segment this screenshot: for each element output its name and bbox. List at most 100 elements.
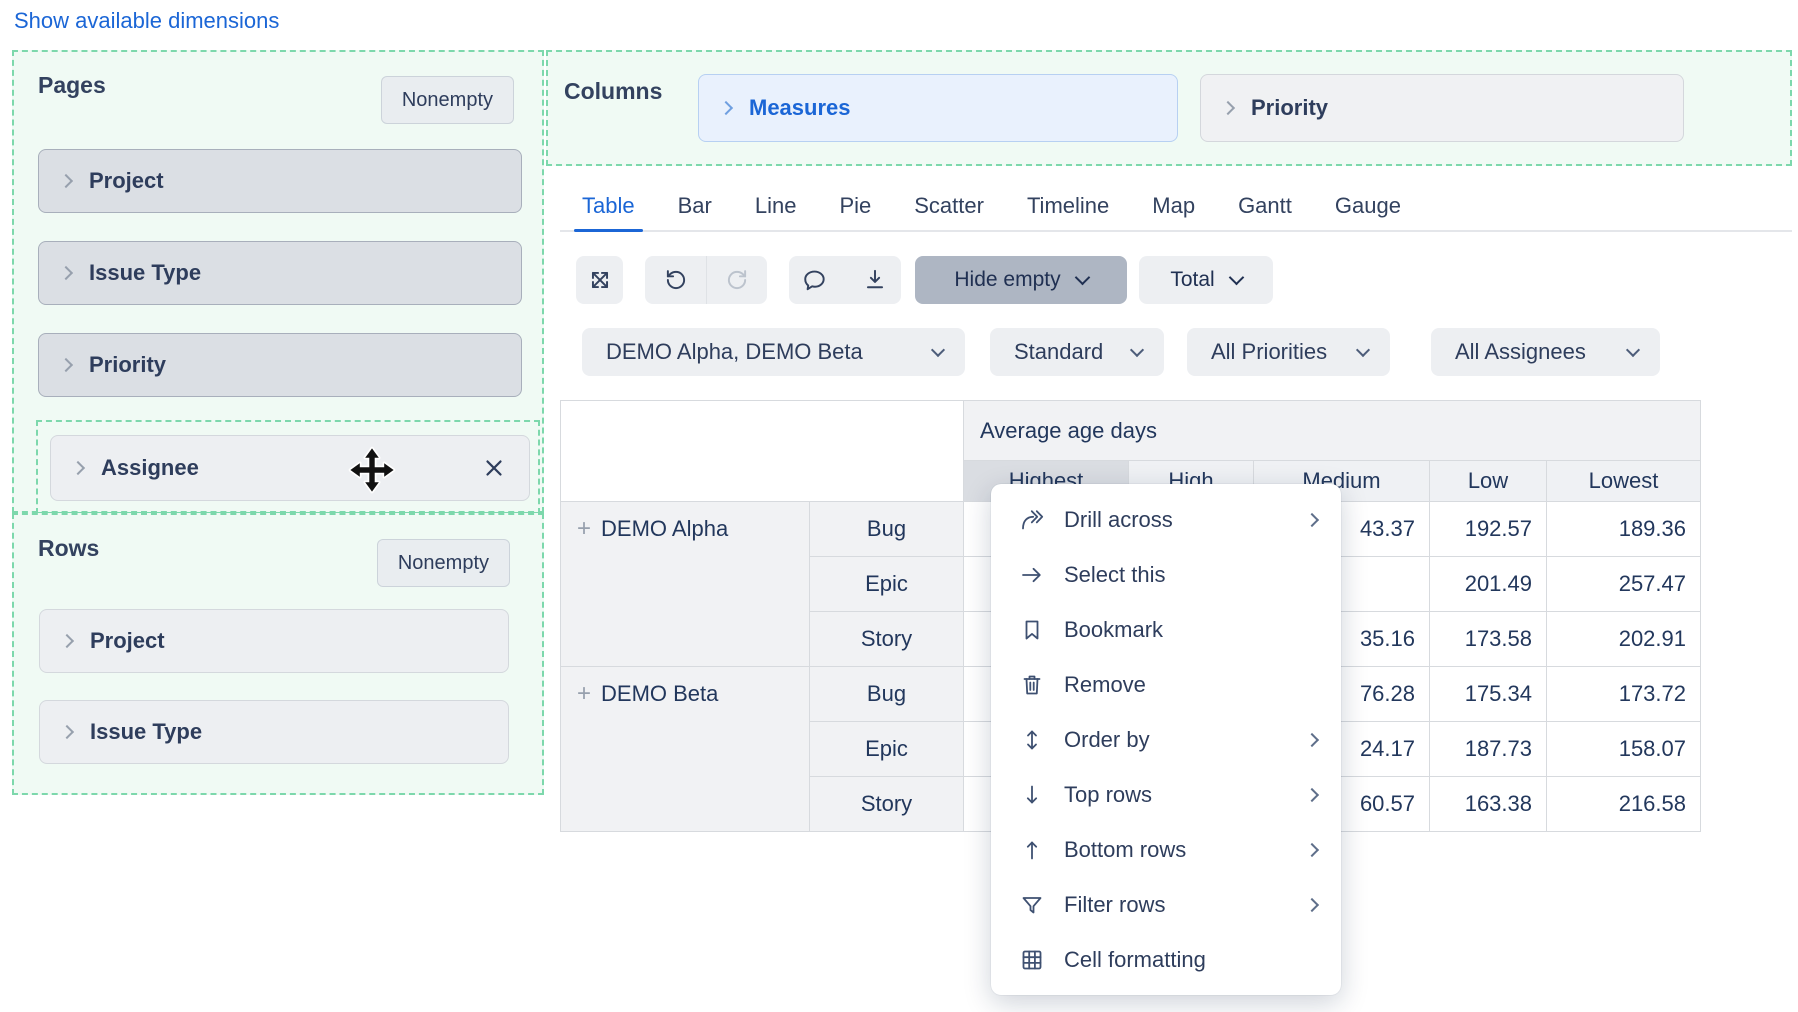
hide-empty-label: Hide empty [954, 268, 1060, 292]
value-cell[interactable]: 175.34 [1430, 667, 1547, 722]
value-cell[interactable]: 201.49 [1430, 557, 1547, 612]
dimension-label: Project [90, 628, 165, 654]
menu-item-label: Select this [1064, 562, 1166, 588]
menu-item-order-by[interactable]: Order by [991, 712, 1341, 767]
tab-bar[interactable]: Bar [678, 186, 712, 230]
row-header-project[interactable]: +DEMO Alpha [561, 502, 810, 667]
download-button[interactable] [845, 256, 905, 304]
row-header-issue-type[interactable]: Bug [810, 667, 964, 722]
comment-icon [802, 267, 828, 293]
column-header-low[interactable]: Low [1430, 461, 1547, 502]
rows-dimension-issue-type[interactable]: Issue Type [39, 700, 509, 764]
menu-item-select-this[interactable]: Select this [991, 547, 1341, 602]
chevron-right-icon [59, 358, 73, 372]
drill-across-icon [1019, 507, 1045, 533]
measure-group-header[interactable]: Average age days [964, 401, 1701, 461]
chevron-down-icon [1228, 270, 1244, 286]
arrow-down-icon [1019, 782, 1045, 808]
row-header-project[interactable]: +DEMO Beta [561, 667, 810, 832]
tab-pie[interactable]: Pie [839, 186, 871, 230]
menu-item-drill-across[interactable]: Drill across [991, 492, 1341, 547]
value-cell[interactable]: 202.91 [1547, 612, 1701, 667]
view-filter-value: Standard [1014, 339, 1103, 365]
chart-type-tabs: Table Bar Line Pie Scatter Timeline Map … [560, 186, 1792, 232]
columns-title: Columns [564, 78, 662, 105]
rows-panel: Rows Nonempty Project Issue Type [12, 513, 544, 795]
menu-item-top-rows[interactable]: Top rows [991, 767, 1341, 822]
menu-item-label: Top rows [1064, 782, 1152, 808]
view-filter-dropdown[interactable]: Standard [990, 328, 1164, 376]
tab-gantt[interactable]: Gantt [1238, 186, 1292, 230]
value-cell[interactable]: 189.36 [1547, 502, 1701, 557]
assignee-filter-value: All Assignees [1455, 339, 1586, 365]
submenu-chevron-icon [1305, 512, 1319, 526]
row-header-issue-type[interactable]: Epic [810, 557, 964, 612]
tab-map[interactable]: Map [1152, 186, 1195, 230]
rows-nonempty-button[interactable]: Nonempty [377, 539, 510, 587]
rows-dimension-project[interactable]: Project [39, 609, 509, 673]
pages-nonempty-button[interactable]: Nonempty [381, 76, 514, 124]
submenu-chevron-icon [1305, 842, 1319, 856]
column-header-lowest[interactable]: Lowest [1547, 461, 1701, 502]
value-cell[interactable]: 163.38 [1430, 777, 1547, 832]
row-header-issue-type[interactable]: Story [810, 777, 964, 832]
expand-icon[interactable]: + [577, 515, 591, 542]
tab-gauge[interactable]: Gauge [1335, 186, 1401, 230]
tab-timeline[interactable]: Timeline [1027, 186, 1109, 230]
priority-filter-dropdown[interactable]: All Priorities [1187, 328, 1390, 376]
menu-item-cell-formatting[interactable]: Cell formatting [991, 932, 1341, 987]
select-this-icon [1019, 562, 1045, 588]
project-filter-value: DEMO Alpha, DEMO Beta [606, 339, 863, 365]
row-header-issue-type[interactable]: Story [810, 612, 964, 667]
chevron-down-icon [1356, 342, 1370, 356]
total-dropdown[interactable]: Total [1139, 256, 1273, 304]
pages-dimension-assignee-dragging[interactable]: Assignee [50, 435, 530, 501]
assignee-filter-dropdown[interactable]: All Assignees [1431, 328, 1660, 376]
tab-scatter[interactable]: Scatter [914, 186, 984, 230]
columns-dimension-priority[interactable]: Priority [1200, 74, 1684, 142]
undo-redo-group [645, 256, 767, 304]
show-available-dimensions-link[interactable]: Show available dimensions [14, 8, 279, 34]
value-cell[interactable]: 216.58 [1547, 777, 1701, 832]
comment-button[interactable] [785, 256, 845, 304]
total-label: Total [1170, 268, 1214, 292]
redo-button[interactable] [707, 256, 767, 304]
expand-icon[interactable]: + [577, 680, 591, 707]
chevron-right-icon [60, 725, 74, 739]
menu-item-remove[interactable]: Remove [991, 657, 1341, 712]
value-cell[interactable]: 257.47 [1547, 557, 1701, 612]
pages-title: Pages [38, 72, 106, 99]
value-cell[interactable]: 173.58 [1430, 612, 1547, 667]
columns-dimension-measures[interactable]: Measures [698, 74, 1178, 142]
undo-button[interactable] [646, 256, 706, 304]
value-cell[interactable]: 158.07 [1547, 722, 1701, 777]
menu-item-filter-rows[interactable]: Filter rows [991, 877, 1341, 932]
value-cell[interactable]: 173.72 [1547, 667, 1701, 722]
menu-item-label: Bottom rows [1064, 837, 1186, 863]
row-header-issue-type[interactable]: Bug [810, 502, 964, 557]
remove-dimension-button[interactable] [481, 455, 507, 481]
chevron-down-icon [1626, 342, 1640, 356]
tab-line[interactable]: Line [755, 186, 797, 230]
menu-item-bookmark[interactable]: Bookmark [991, 602, 1341, 657]
menu-item-label: Order by [1064, 727, 1150, 753]
hide-empty-dropdown[interactable]: Hide empty [915, 256, 1127, 304]
expand-button[interactable] [576, 256, 623, 304]
pages-dimension-project[interactable]: Project [38, 149, 522, 213]
pages-panel: Pages Nonempty Project Issue Type Priori… [12, 50, 544, 513]
dimension-label: Issue Type [90, 719, 202, 745]
pages-dimension-issue-type[interactable]: Issue Type [38, 241, 522, 305]
menu-item-bottom-rows[interactable]: Bottom rows [991, 822, 1341, 877]
arrow-up-icon [1019, 837, 1045, 863]
value-cell[interactable]: 187.73 [1430, 722, 1547, 777]
pages-dimension-priority[interactable]: Priority [38, 333, 522, 397]
project-filter-dropdown[interactable]: DEMO Alpha, DEMO Beta [582, 328, 965, 376]
row-header-issue-type[interactable]: Epic [810, 722, 964, 777]
chevron-right-icon [59, 174, 73, 188]
value-cell[interactable]: 192.57 [1430, 502, 1547, 557]
drag-drop-target: Assignee [36, 420, 540, 514]
menu-item-label: Cell formatting [1064, 947, 1206, 973]
tab-table[interactable]: Table [582, 186, 635, 230]
columns-panel: Columns Measures Priority [546, 50, 1792, 166]
